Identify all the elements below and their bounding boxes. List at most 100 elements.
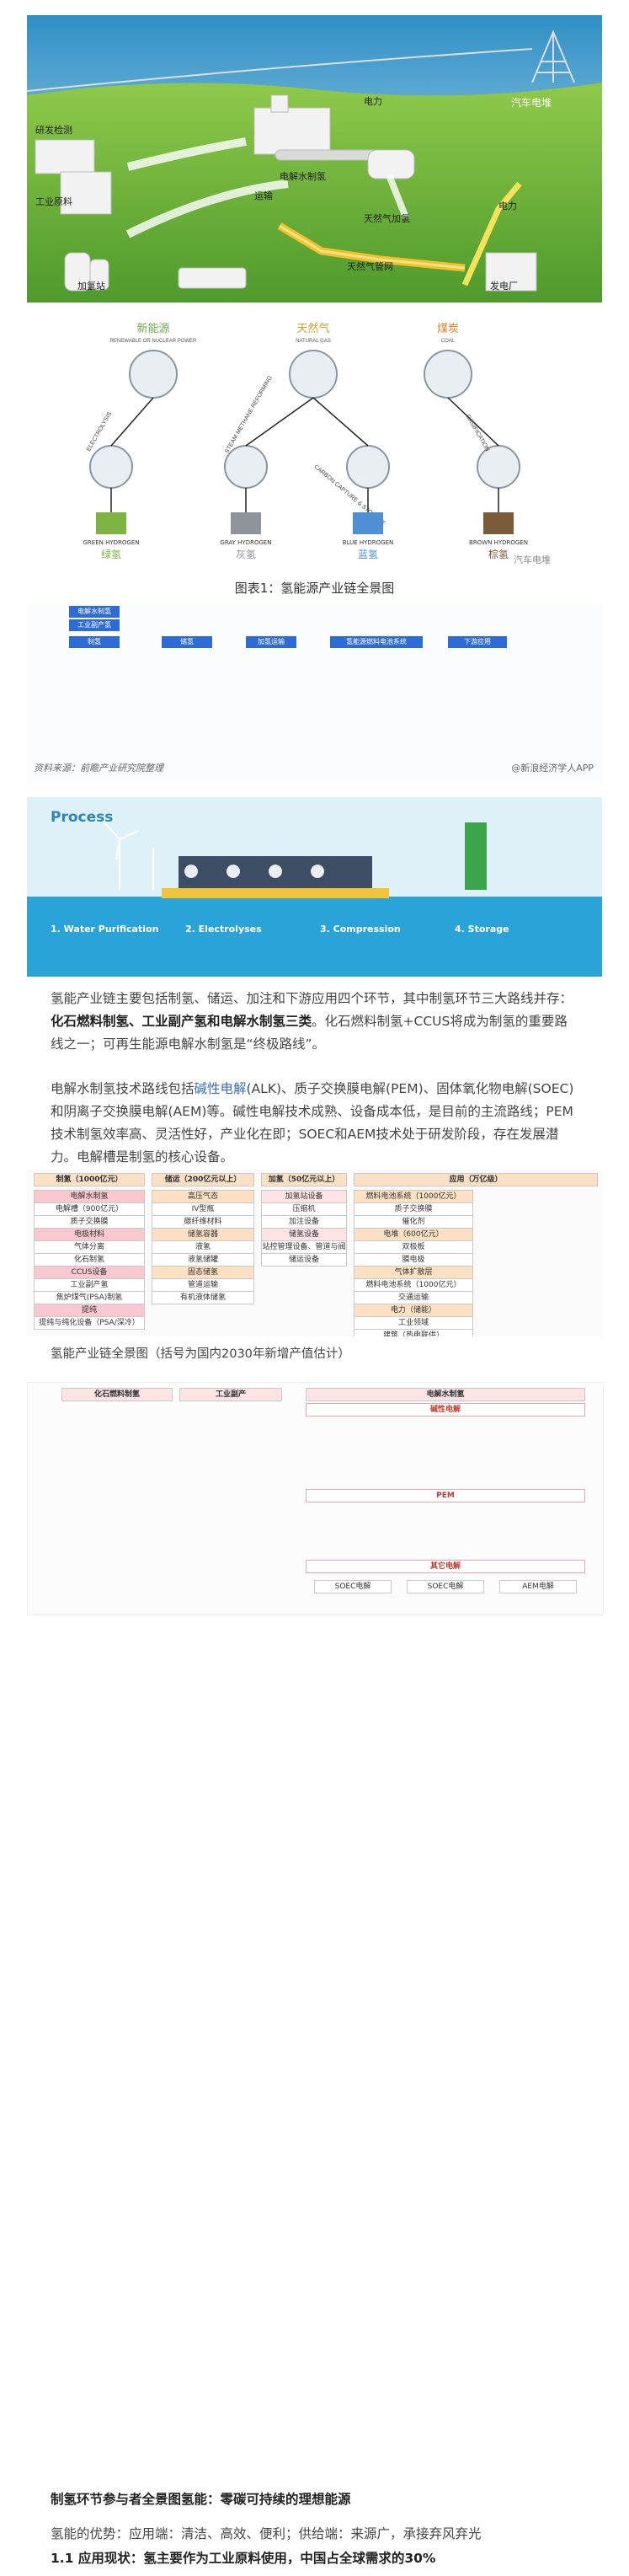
chain2-col1-item: 提纯	[34, 1304, 145, 1317]
chain2-col1-item: 气体分离	[34, 1240, 145, 1254]
process-unit-1	[184, 865, 198, 878]
chain-head-storage: 储氢	[162, 636, 212, 648]
chain2-col2-item: IV型瓶	[152, 1202, 254, 1216]
chain3-head-electrolysis: 电解水制氢	[306, 1388, 585, 1401]
chain2-head-application: 应用（万亿级）	[354, 1173, 598, 1186]
chain-head-production: 制氢	[69, 636, 120, 648]
paragraph-bold: 化石燃料制氢、工业副产氢和电解水制氢三类	[51, 1014, 312, 1029]
label-rnd: 研发检测	[35, 124, 72, 136]
chain3-head-fossil: 化石燃料制氢	[61, 1388, 173, 1401]
watermark: 汽车电堆	[511, 96, 552, 109]
chain2-col2-item: 储氢容器	[152, 1228, 254, 1241]
chain2-col4-item: 双极板	[354, 1240, 473, 1254]
process-figure: Process 1. Water Purification 2. Electro…	[27, 797, 602, 977]
chain2-col4-item: 膜电极	[354, 1253, 473, 1267]
paragraph-electrolysis: 电解水制氢技术路线包括碱性电解(ALK)、质子交换膜电解(PEM)、固体氧化物电…	[51, 1081, 574, 1165]
chain2-col3-item: 储运设备	[261, 1253, 347, 1267]
chain-value-figure: 制氢（1000亿元） 储运（200亿元以上） 加氢（50亿元以上） 应用（万亿级…	[27, 1170, 602, 1336]
process-step-1: 1. Water Purification	[51, 924, 159, 935]
chain2-col2-item: 管道运输	[152, 1278, 254, 1292]
chain2-col4-item: 建筑（热电联供）	[354, 1329, 473, 1336]
chain-up-electrolysis: 电解水制氢	[69, 606, 120, 618]
chain2-col4-item: 电力（储能）	[354, 1304, 473, 1317]
chain-head-transport: 加氢运输	[246, 636, 296, 648]
chain2-col3-item: 储氢设备	[261, 1228, 347, 1241]
chain2-col2-item: 液氢	[152, 1240, 254, 1254]
chain2-col1-item: 提纯与纯化设备（PSA/深冷）	[34, 1316, 145, 1330]
participants-figure: 化石燃料制氢 工业副产 电解水制氢 碱性电解 PEM 其它电解 SOEC电解 S…	[27, 1382, 604, 1615]
chain2-head-production: 制氢（1000亿元）	[34, 1173, 145, 1186]
label-power-plant: 发电厂	[490, 280, 518, 292]
h2-tile-blue	[353, 512, 383, 534]
chain2-col2-item: 高压气态	[152, 1190, 254, 1203]
source-coal-en: COAL	[441, 339, 456, 344]
chain2-col1-item: 电解水制氢	[34, 1190, 145, 1203]
chain3-head-byproduct: 工业副产	[179, 1388, 282, 1401]
route-smr: STEAM METHANE REFORMING	[224, 375, 274, 454]
caption-chain: 图表1：氢能源产业链全景图	[234, 581, 395, 596]
section-title: 制氢环节参与者全景图氢能：零碳可持续的理想能源	[51, 2492, 351, 2507]
section-subheading: 1.1 应用现状：氢主要作为工业原料使用，中国占全球需求的30%	[51, 2551, 436, 2566]
chain-head-application: 下游应用	[448, 636, 507, 648]
section-advantages: 氢能的优势：应用端：清洁、高效、便利；供给端：来源广，承接弃风弃光	[51, 2526, 482, 2541]
chain3-bottom-3: AEM电解	[499, 1580, 577, 1593]
h2-tile-brown	[483, 512, 514, 534]
chain2-col3-item: 压缩机	[261, 1202, 347, 1216]
hydrogen-landscape-illustration: 研发检测 电力 电解水制氢 工业原料 运输 天然气加氢 加氢站 天然气管网 电力…	[27, 15, 602, 303]
chain3-bottom-1: SOEC电解	[314, 1580, 392, 1593]
chain2-head-refuel: 加氢（50亿元以上）	[261, 1173, 347, 1186]
label-electrolysis: 电解水制氢	[280, 170, 326, 182]
process-unit-4	[311, 865, 324, 878]
chain2-col3-item: 加注设备	[261, 1215, 347, 1229]
process-unit-2	[227, 865, 240, 878]
chain2-head-storage: 储运（200亿元以上）	[152, 1173, 254, 1186]
chain2-col2-item: 碳纤维材料	[152, 1215, 254, 1229]
chain2-col4-item: 工业领域	[354, 1316, 473, 1330]
source-natural-gas: 天然气	[296, 322, 329, 335]
alkaline-link[interactable]: 碱性电解	[194, 1081, 247, 1096]
h2-label-blue: BLUE HYDROGEN	[343, 539, 394, 546]
h2-label-green: GREEN HYDROGEN	[83, 539, 140, 546]
label-gas-hydrogen: 天然气加氢	[364, 212, 410, 224]
chain2-col2-item: 有机液体储氢	[152, 1291, 254, 1304]
label-power2: 电力	[498, 201, 517, 212]
chain2-col1-item: 电解槽（900亿元）	[34, 1202, 145, 1216]
chain-head-fuelcell: 氢能源燃料电池系统	[330, 636, 423, 648]
chain2-col1-item: CCUS设备	[34, 1266, 145, 1279]
h2-cn-brown: 棕氢	[488, 548, 509, 560]
process-title: Process	[51, 809, 114, 826]
chain3-section-alk: 碱性电解	[306, 1403, 585, 1417]
chain2-col1-item: 电极材料	[34, 1228, 145, 1241]
label-power: 电力	[364, 96, 382, 107]
colors-watermark: 汽车电堆	[514, 554, 551, 565]
chain2-col3-item: 加氢站设备	[261, 1190, 347, 1203]
chain2-col4-item: 燃料电池系统（1000亿元）	[354, 1278, 473, 1292]
chain3-bottom-2: SOEC电解	[407, 1580, 484, 1593]
h2-tile-green	[96, 512, 126, 534]
source-new-energy-en: RENEWABLE OR NUCLEAR POWER	[110, 339, 197, 344]
industry-chain-diagram: 电解水制氢 工业副产氢 制氢 储氢 加氢运输 氢能源燃料电池系统 下游应用 资料…	[27, 602, 602, 784]
chain2-col4-item: 电堆（600亿元）	[354, 1228, 473, 1241]
source-new-energy: 新能源	[136, 322, 169, 335]
chain2-col1-item: 化石制氢	[34, 1253, 145, 1267]
hydrogen-colors-figure: 新能源 RENEWABLE OR NUCLEAR POWER 天然气 NATUR…	[27, 317, 602, 570]
chain2-col4-item: 质子交换膜	[354, 1202, 473, 1216]
label-transport: 运输	[254, 190, 273, 201]
chain2-col4-item: 催化剂	[354, 1215, 473, 1229]
process-step-4: 4. Storage	[455, 924, 509, 935]
label-industry: 工业原料	[35, 195, 72, 207]
chain2-col1-item: 焦炉煤气(PSA)制氢	[34, 1291, 145, 1304]
h2-cn-blue: 蓝氢	[358, 548, 378, 560]
label-station: 加氢站	[77, 280, 105, 292]
paragraph-chain-intro: 氢能产业链主要包括制氢、储运、加注和下游应用四个环节，其中制氢环节三大路线并存：…	[51, 991, 573, 1052]
chain-up-byproduct: 工业副产氢	[69, 619, 120, 631]
process-step-3: 3. Compression	[320, 924, 401, 935]
chain2-col4-item: 燃料电池系统（1000亿元）	[354, 1190, 473, 1203]
chain3-section-other: 其它电解	[306, 1560, 585, 1573]
chain2-col1-item: 工业副产氢	[34, 1278, 145, 1292]
h2-tile-gray	[231, 512, 261, 534]
h2-cn-gray: 灰氢	[236, 548, 256, 560]
h2-label-gray: GRAY HYDROGEN	[220, 539, 271, 546]
h2-cn-green: 绿氢	[101, 548, 121, 560]
